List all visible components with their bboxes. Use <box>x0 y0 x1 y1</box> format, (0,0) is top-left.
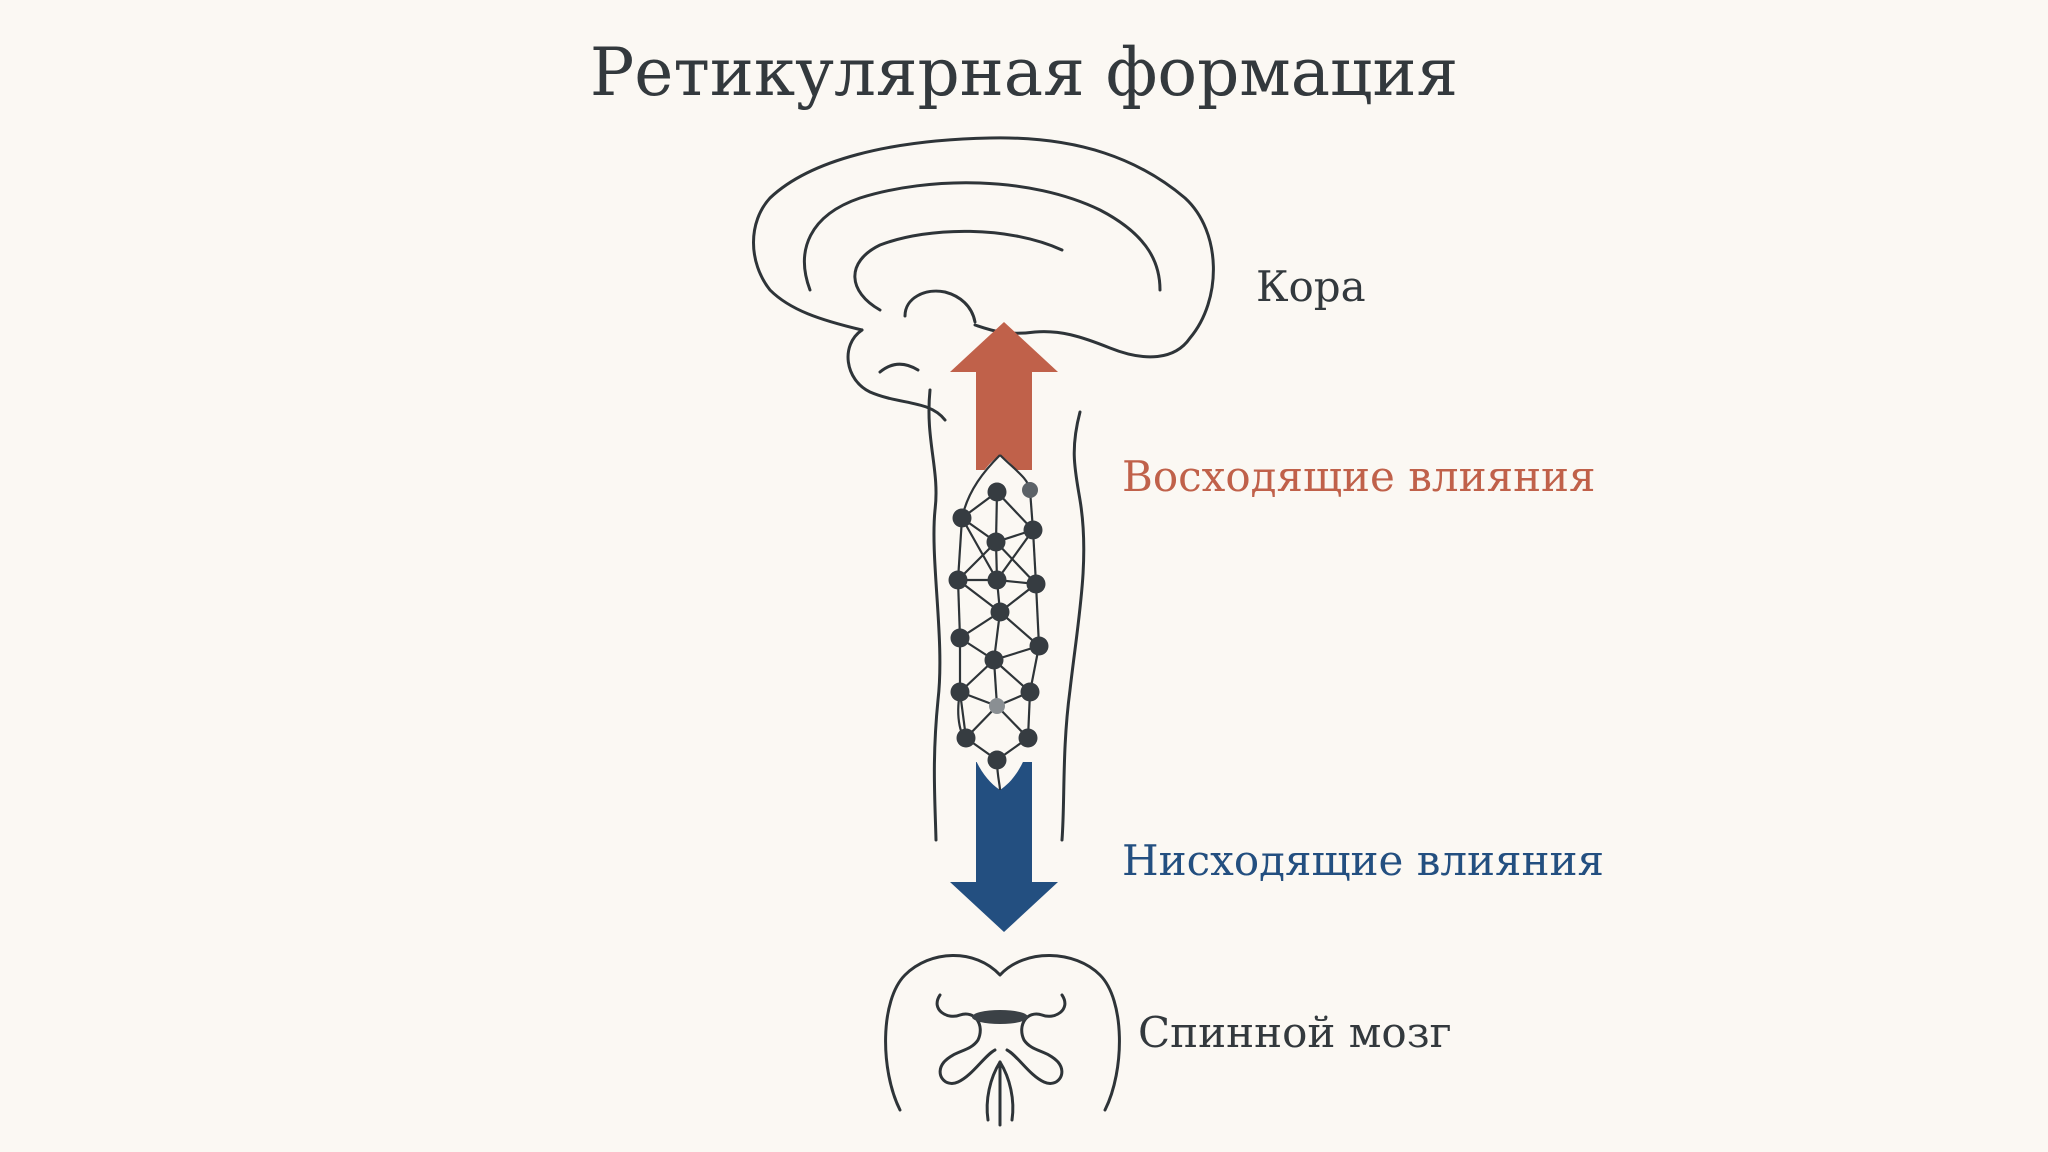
corpus-callosum-outer <box>802 181 1162 292</box>
label-descending-influences: Нисходящие влияния <box>1122 836 1605 885</box>
network-connection <box>996 529 1034 581</box>
brain-hemisphere <box>752 136 1215 359</box>
neuron-node <box>990 602 1010 622</box>
neuron-node <box>1018 728 1038 748</box>
spinal-cord-cross-section <box>884 954 1121 1127</box>
neuron-node <box>987 482 1007 502</box>
network-envelope <box>954 455 1047 790</box>
brainstem-outline <box>927 388 1086 842</box>
neuron-node <box>1026 574 1046 594</box>
neuron-node <box>989 698 1005 714</box>
spinal-cord-outline <box>884 954 1121 1112</box>
label-cortex: Кора <box>1256 262 1366 311</box>
network-connection <box>956 517 964 581</box>
neuron-node <box>1022 482 1038 498</box>
neuron-node <box>950 682 970 702</box>
network-connection <box>956 579 962 639</box>
ascending-arrow-shaft <box>976 370 1032 470</box>
cerebellum-fold <box>878 362 920 374</box>
brainstem-left-edge <box>927 388 942 842</box>
label-spinal-cord: Спинной мозг <box>1138 1008 1452 1057</box>
neuron-node <box>984 650 1004 670</box>
neuron-node <box>1029 636 1049 656</box>
label-ascending-influences: Восходящие влияния <box>1122 452 1596 501</box>
neuron-node <box>952 508 972 528</box>
ascending-arrow-head <box>950 322 1058 372</box>
network-connection <box>995 541 1037 585</box>
neuron-node <box>987 570 1007 590</box>
corpus-callosum-inner <box>853 229 1064 312</box>
network-neurons <box>948 482 1049 770</box>
ascending-arrow <box>950 322 1058 470</box>
neuron-node <box>1020 682 1040 702</box>
neuron-node <box>948 570 968 590</box>
brainstem-right-edge <box>1060 410 1086 842</box>
page-title: Ретикулярная формация <box>589 34 1459 111</box>
neuron-node <box>987 750 1007 770</box>
brain-outline <box>752 136 1215 422</box>
neuron-node <box>950 628 970 648</box>
descending-arrow <box>950 762 1058 932</box>
grey-matter-right <box>1005 993 1067 1085</box>
descending-arrow-head <box>950 882 1058 932</box>
network-connection <box>1034 583 1041 647</box>
network-connection <box>961 517 998 581</box>
neuron-node <box>956 728 976 748</box>
reticular-network <box>948 454 1049 791</box>
neuron-node <box>1023 520 1043 540</box>
neuron-node <box>986 532 1006 552</box>
thalamus-curve <box>903 289 977 324</box>
grey-matter-left <box>935 993 997 1085</box>
central-canal <box>972 1010 1028 1024</box>
